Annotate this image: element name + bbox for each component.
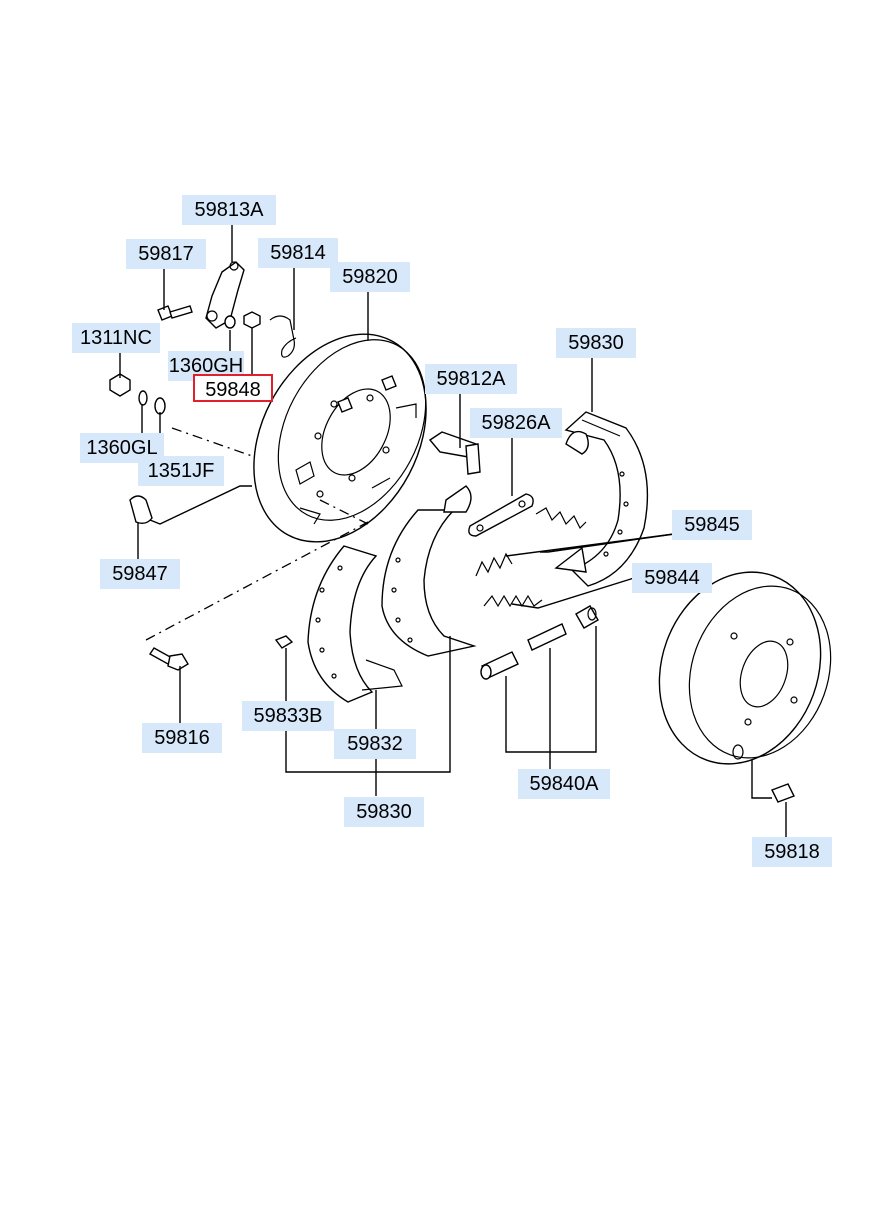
- label-59820[interactable]: 59820: [330, 262, 410, 292]
- label-59816[interactable]: 59816: [142, 723, 222, 753]
- label-59812A[interactable]: 59812A: [425, 364, 517, 394]
- label-59832[interactable]: 59832: [334, 729, 416, 759]
- spring-59814-drawing: [269, 315, 297, 358]
- bolt-59816-drawing: [148, 647, 189, 671]
- label-59833B[interactable]: 59833B: [242, 701, 334, 731]
- strut-59812A-drawing: [428, 431, 481, 475]
- adjuster-59840A-drawing: [480, 605, 599, 680]
- link-59826A-drawing: [468, 493, 534, 537]
- bolt-59817-drawing: [157, 305, 193, 321]
- label-59830-bottom[interactable]: 59830: [344, 797, 424, 827]
- label-1351JF[interactable]: 1351JF: [138, 456, 224, 486]
- label-59845[interactable]: 59845: [672, 510, 752, 540]
- plug-59847-drawing: [129, 495, 153, 525]
- washer-nut-drawing: [224, 311, 261, 329]
- label-59826A[interactable]: 59826A: [470, 408, 562, 438]
- label-59813A[interactable]: 59813A: [182, 195, 276, 225]
- nut-59818-drawing: [771, 783, 795, 803]
- label-59818[interactable]: 59818: [752, 837, 832, 867]
- washers-drawing: [138, 390, 166, 415]
- label-59830-top[interactable]: 59830: [556, 328, 636, 358]
- spring-59844-drawing: [483, 594, 543, 608]
- shoe-59830-right-drawing: [554, 411, 649, 587]
- label-59844[interactable]: 59844: [632, 563, 712, 593]
- label-1311NC[interactable]: 1311NC: [72, 323, 160, 353]
- label-59817[interactable]: 59817: [126, 239, 206, 269]
- lever-drawing: [205, 261, 245, 329]
- shoe-59832-drawing: [307, 545, 403, 703]
- spring-59845-drawing: [475, 507, 587, 577]
- label-59814[interactable]: 59814: [258, 238, 338, 268]
- pin-59833B-drawing: [274, 635, 294, 649]
- backing-plate-drawing: [253, 333, 427, 543]
- label-59840A[interactable]: 59840A: [518, 769, 610, 799]
- label-59848-selected[interactable]: 59848: [193, 374, 273, 402]
- label-59847[interactable]: 59847: [100, 559, 180, 589]
- shoe-59830-left-drawing: [381, 485, 477, 657]
- brake-drum-drawing: [658, 571, 832, 765]
- label-1360GL[interactable]: 1360GL: [80, 433, 164, 463]
